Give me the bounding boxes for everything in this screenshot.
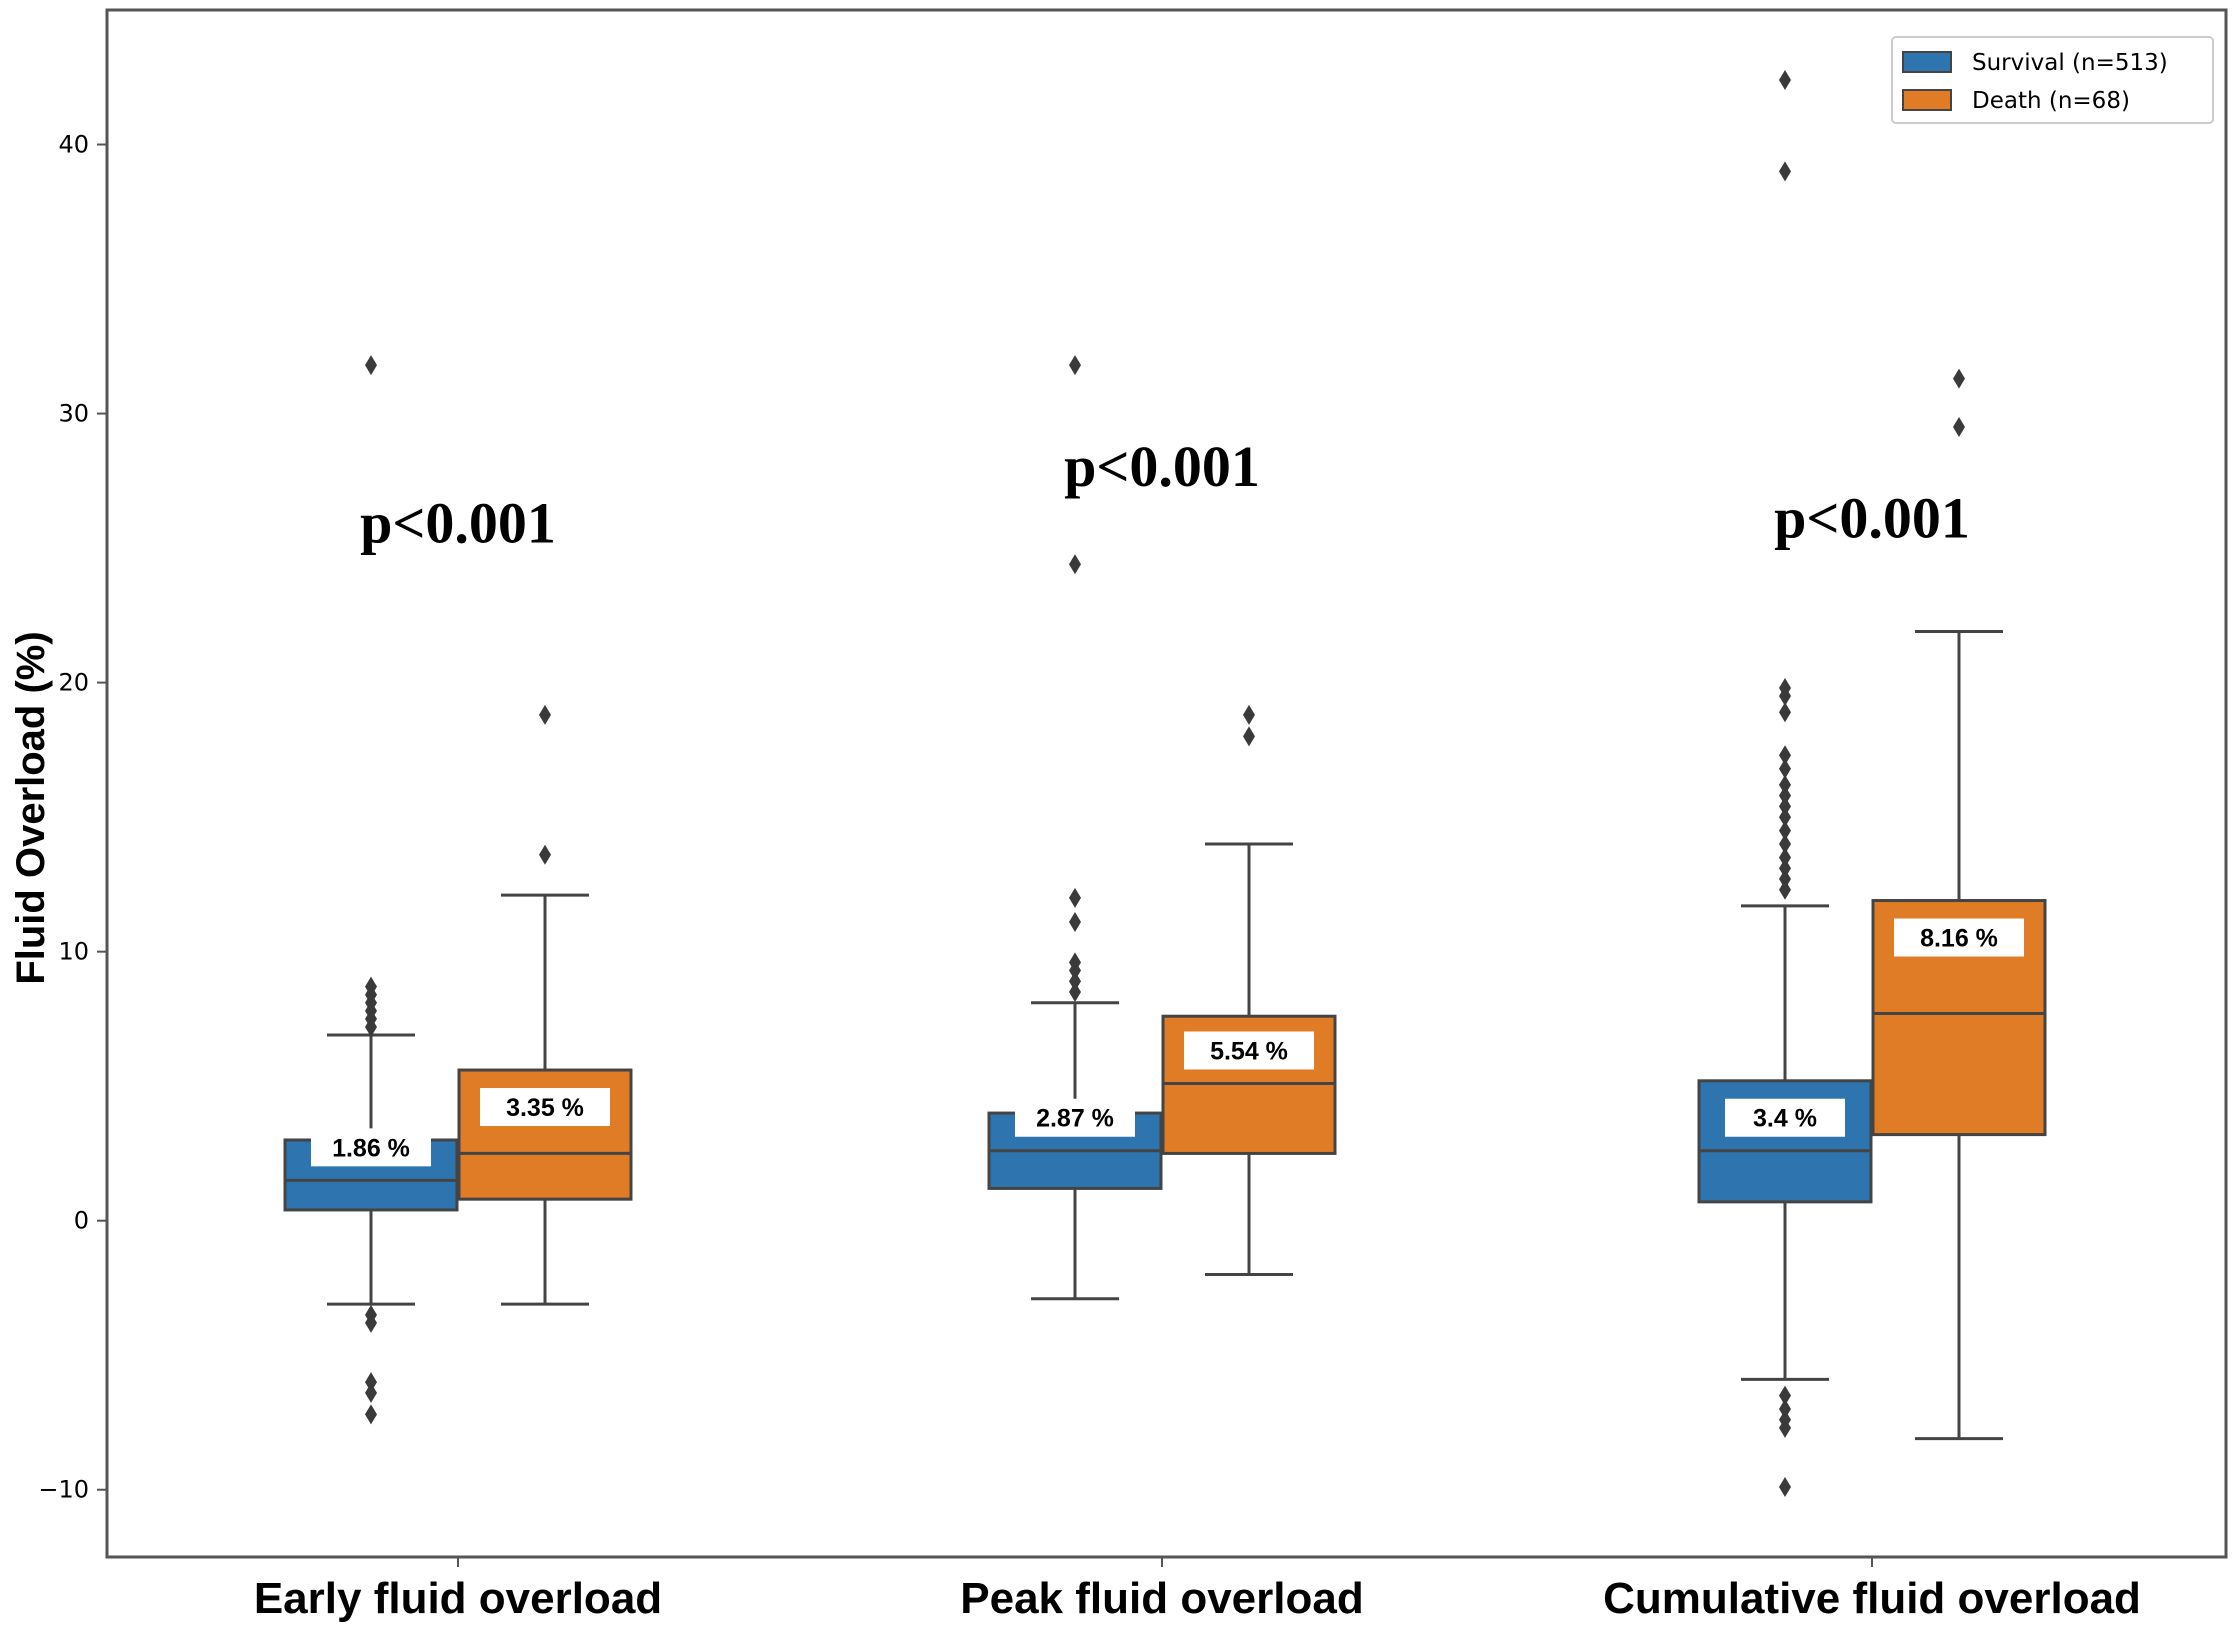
- x-tick-label: Peak fluid overload: [960, 1574, 1363, 1623]
- median-label: 5.54 %: [1210, 1037, 1288, 1065]
- outlier-point: [539, 704, 551, 725]
- y-tick-label: −10: [38, 1476, 89, 1504]
- y-tick-label: 40: [58, 131, 89, 159]
- median-label-box: [1015, 1098, 1135, 1137]
- legend-entry: Survival (n=513): [1972, 50, 2168, 76]
- median-label-box: [480, 1088, 610, 1127]
- box-1-0: 3.35 %: [457, 704, 633, 1306]
- outlier-point: [1779, 677, 1791, 698]
- outlier-point: [365, 1382, 377, 1403]
- annotations: p<0.001 p<0.001 p<0.001: [360, 434, 1970, 555]
- outlier-point: [1779, 858, 1791, 879]
- y-axis: −10 0 10 20 30 40: [38, 131, 107, 1504]
- box-1-1: 5.54 %: [1161, 704, 1337, 1277]
- outlier-point: [1069, 952, 1081, 973]
- x-tick-label: Early fluid overload: [254, 1574, 662, 1623]
- y-tick-label: 0: [74, 1207, 89, 1235]
- outlier-point: [1779, 796, 1791, 817]
- outlier-point: [1069, 355, 1081, 376]
- box-0-0: 1.86 %: [283, 355, 459, 1425]
- outlier-point: [1069, 912, 1081, 933]
- legend-swatch: [1902, 51, 1952, 73]
- median-label-box: [311, 1128, 431, 1167]
- outlier-point: [1243, 726, 1255, 747]
- outlier-point: [1243, 704, 1255, 725]
- outlier-point: [1779, 1477, 1791, 1498]
- legend-swatch: [1902, 89, 1952, 111]
- y-tick-label: 10: [58, 938, 89, 966]
- outlier-point: [1779, 785, 1791, 806]
- outlier-point: [1779, 774, 1791, 795]
- outlier-point: [1779, 702, 1791, 723]
- outlier-point: [1779, 820, 1791, 841]
- y-tick-label: 30: [58, 400, 89, 428]
- outlier-point: [1069, 887, 1081, 908]
- y-tick-label: 20: [58, 669, 89, 697]
- outlier-point: [1779, 847, 1791, 868]
- x-axis: Early fluid overload Peak fluid overload C…: [254, 1557, 2141, 1623]
- y-axis-label: Fluid Overload (%): [9, 631, 53, 984]
- median-label-box: [1184, 1031, 1314, 1070]
- median-label: 2.87 %: [1036, 1105, 1114, 1133]
- box-1-2: 8.16 %: [1871, 368, 2047, 1441]
- median-label: 8.16 %: [1920, 925, 1998, 953]
- median-label: 3.35 %: [506, 1094, 584, 1122]
- outlier-point: [1069, 554, 1081, 575]
- legend: Survival (n=513) Death (n=68): [1891, 36, 2214, 124]
- p-value-annotation: p<0.001: [360, 491, 556, 556]
- median-label: 1.86 %: [332, 1134, 410, 1162]
- outlier-point: [539, 844, 551, 865]
- outlier-point: [1779, 1399, 1791, 1420]
- p-value-annotation: p<0.001: [1064, 434, 1260, 499]
- x-tick-label: Cumulative fluid overload: [1603, 1574, 2141, 1623]
- outlier-point: [365, 976, 377, 997]
- outlier-point: [365, 1372, 377, 1393]
- outlier-point: [365, 1312, 377, 1333]
- boxes: 1.86 % 2.87 % 3.4 % 3.35 % 5.54 % 8.16 %: [283, 69, 2047, 1498]
- box-0-2: 3.4 %: [1697, 69, 1873, 1498]
- outlier-point: [1779, 1417, 1791, 1438]
- median-label: 3.4 %: [1753, 1105, 1817, 1133]
- outlier-point: [1779, 869, 1791, 890]
- outlier-point: [1779, 758, 1791, 779]
- outlier-point: [1779, 834, 1791, 855]
- box-0-1: 2.87 %: [987, 355, 1163, 1301]
- outlier-point: [1069, 982, 1081, 1003]
- outlier-point: [365, 355, 377, 376]
- legend-box: [1891, 36, 2214, 124]
- outlier-point: [1953, 368, 1965, 389]
- outlier-point: [1069, 971, 1081, 992]
- legend-entry: Death (n=68): [1972, 88, 2130, 114]
- plot-frame: [105, 8, 2228, 1559]
- median-label-box: [1894, 918, 2024, 957]
- outlier-point: [1953, 417, 1965, 438]
- outlier-point: [1779, 879, 1791, 900]
- outlier-point: [1779, 161, 1791, 182]
- median-label-box: [1725, 1098, 1845, 1137]
- outlier-point: [1779, 69, 1791, 90]
- outlier-point: [1779, 745, 1791, 766]
- p-value-annotation: p<0.001: [1774, 485, 1970, 550]
- outlier-point: [365, 1404, 377, 1425]
- outlier-point: [1779, 1385, 1791, 1406]
- outlier-point: [1779, 807, 1791, 828]
